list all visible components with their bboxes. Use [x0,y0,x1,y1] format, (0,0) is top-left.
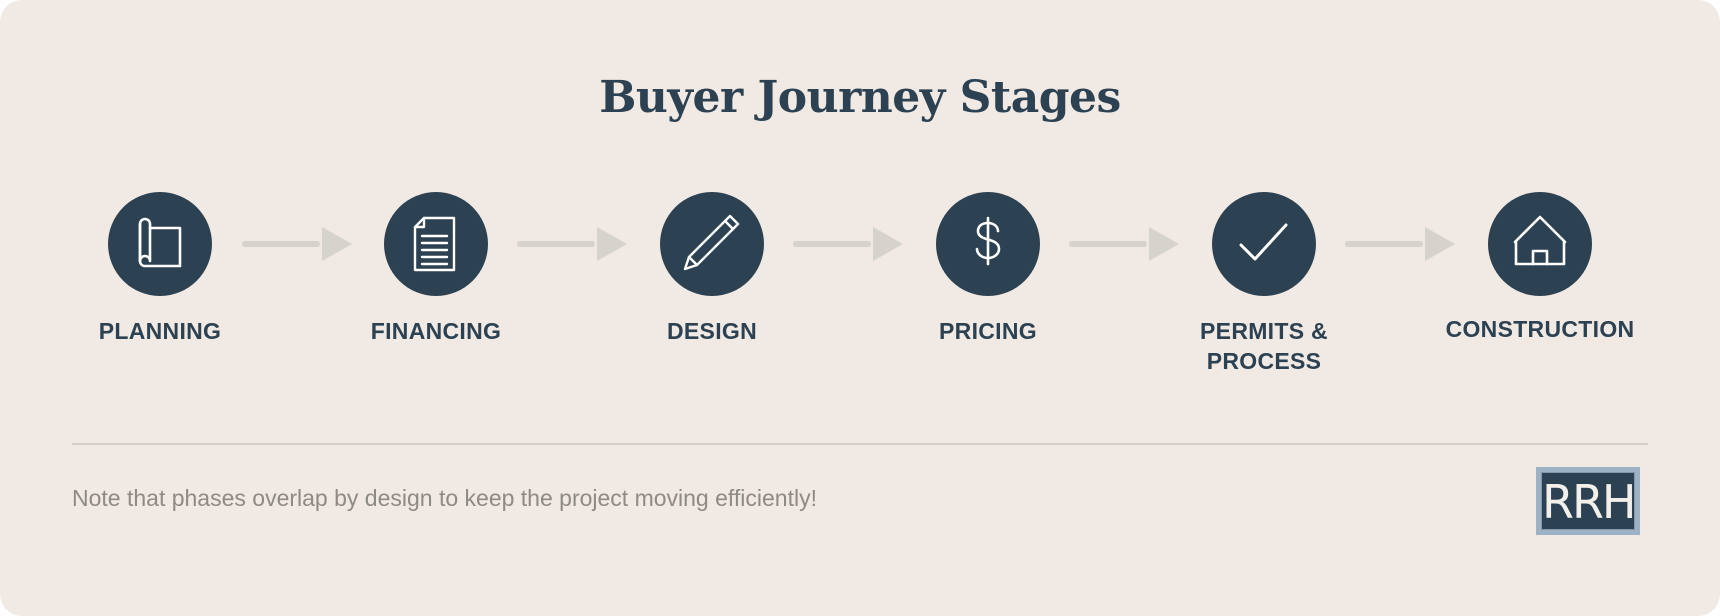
page-title: Buyer Journey Stages [599,72,1121,123]
pencil-icon [683,214,740,271]
checkmark-icon [1239,223,1288,261]
blueprint-scroll-icon [138,217,182,268]
stage-circle [384,192,488,296]
stage-circle [1212,192,1316,296]
footnote: Note that phases overlap by design to ke… [72,485,817,511]
arrow-right-icon [1345,227,1455,261]
stage-label: DESIGN [667,318,757,344]
house-icon [1513,215,1567,266]
arrow-right-icon [517,227,627,261]
stage-label: PRICING [939,318,1037,344]
stage-label-line2: PROCESS [1206,348,1322,374]
arrow-right-icon [242,227,352,261]
stage-circle [660,192,764,296]
stage-label-line1: PERMITS & [1200,318,1328,344]
stage-circle [1488,192,1592,296]
logo-text: RRH [1542,475,1637,529]
stage-label: FINANCING [370,318,502,344]
stage-circle [108,192,212,296]
stage-label: CONSTRUCTION [1445,316,1635,342]
stage-label: PLANNING [98,318,222,344]
stage-circle [936,192,1040,296]
arrow-right-icon [1069,227,1179,261]
dollar-sign-icon [975,216,1001,266]
divider [72,443,1648,445]
document-icon [413,216,456,272]
arrow-right-icon [793,227,903,261]
logo-badge: RRH [1541,472,1637,530]
brand-logo: RRH [1536,467,1640,535]
